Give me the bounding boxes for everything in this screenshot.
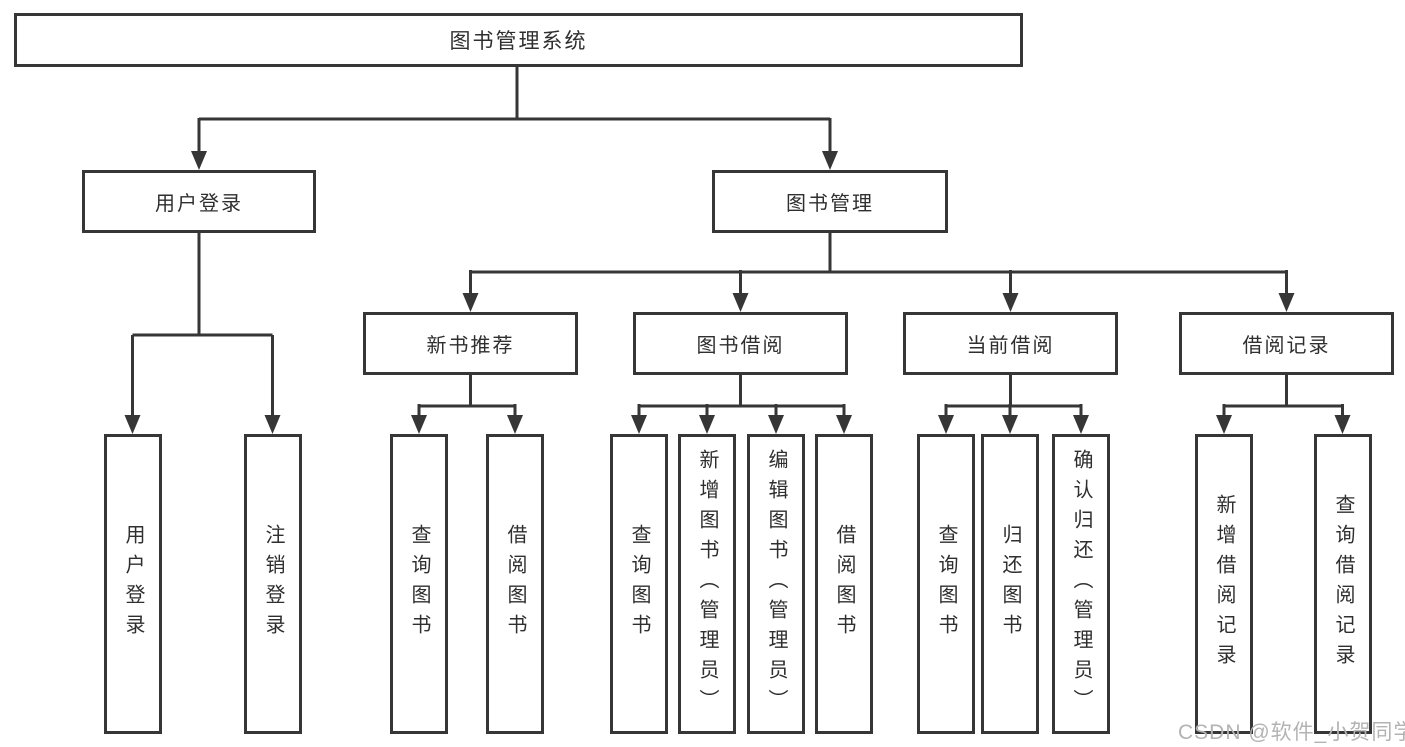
leaf-user-login: 用户登录 — [104, 434, 162, 734]
node-borrowing-records: 借阅记录 — [1179, 312, 1394, 375]
node-book-management-label: 图书管理 — [786, 193, 874, 215]
leaf-borrow-books-recommend: 借阅图书 — [486, 434, 544, 734]
node-new-book-recommendation: 新书推荐 — [363, 312, 578, 375]
leaf-query-books-current: 查询图书 — [917, 434, 975, 734]
watermark: CSDN @软件_小贺同学 — [1178, 721, 1405, 744]
node-book-management: 图书管理 — [712, 170, 948, 233]
leaf-confirm-return-admin: 确认归还（管理员） — [1052, 434, 1110, 734]
leaf-query-books-borrow: 查询图书 — [610, 434, 668, 734]
node-current-borrowing-label: 当前借阅 — [966, 335, 1055, 357]
leaf-query-books-current-label: 查询图书 — [935, 524, 957, 644]
leaf-query-books-borrow-label: 查询图书 — [628, 524, 650, 644]
leaf-query-borrow-record-label: 查询借阅记录 — [1332, 494, 1354, 674]
node-borrowing-records-label: 借阅记录 — [1242, 335, 1331, 357]
leaf-logout-label: 注销登录 — [262, 524, 284, 644]
arrowheads — [124, 151, 1351, 434]
node-book-borrowing: 图书借阅 — [633, 312, 848, 375]
leaf-add-books-admin-label: 新增图书（管理员） — [696, 449, 718, 719]
node-book-borrowing-label: 图书借阅 — [696, 335, 785, 357]
leaf-borrow-books: 借阅图书 — [815, 434, 873, 734]
leaf-edit-books-admin-label: 编辑图书（管理员） — [765, 449, 787, 719]
leaf-borrow-books-recommend-label: 借阅图书 — [504, 524, 526, 644]
node-user-login: 用户登录 — [82, 170, 316, 233]
leaf-query-books-recommend: 查询图书 — [390, 434, 448, 734]
leaf-return-books: 归还图书 — [981, 434, 1039, 734]
leaf-add-borrow-record-label: 新增借阅记录 — [1213, 494, 1235, 674]
leaf-borrow-books-label: 借阅图书 — [833, 524, 855, 644]
leaf-confirm-return-admin-label: 确认归还（管理员） — [1070, 449, 1092, 719]
leaf-query-books-recommend-label: 查询图书 — [408, 524, 430, 644]
leaf-edit-books-admin: 编辑图书（管理员） — [747, 434, 805, 734]
node-user-login-label: 用户登录 — [155, 193, 243, 215]
node-library-system: 图书管理系统 — [14, 13, 1023, 67]
leaf-add-borrow-record: 新增借阅记录 — [1195, 434, 1253, 734]
node-current-borrowing: 当前借阅 — [903, 312, 1118, 375]
leaf-user-login-label: 用户登录 — [122, 524, 144, 644]
leaf-return-books-label: 归还图书 — [999, 524, 1021, 644]
node-library-system-label: 图书管理系统 — [449, 30, 588, 53]
node-new-book-recommendation-label: 新书推荐 — [426, 335, 515, 357]
leaf-add-books-admin: 新增图书（管理员） — [678, 434, 736, 734]
leaf-logout: 注销登录 — [244, 434, 302, 734]
leaf-query-borrow-record: 查询借阅记录 — [1314, 434, 1372, 734]
